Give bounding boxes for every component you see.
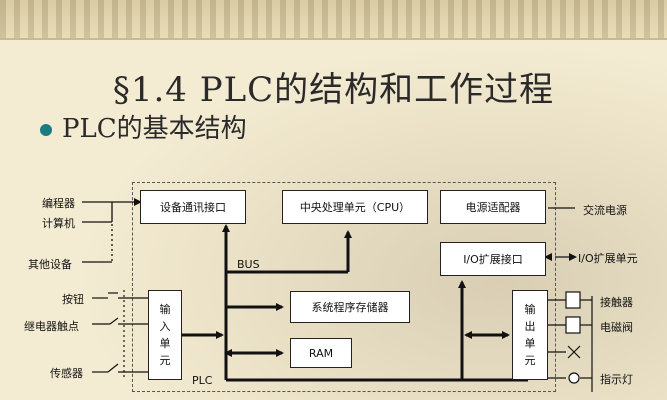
comm-interface-box: 设备通讯接口 bbox=[140, 190, 246, 224]
right-label-contactor: 接触器 bbox=[600, 296, 633, 309]
input-unit-box: 输 入 单 元 bbox=[148, 290, 182, 380]
right-label-solenoid: 电磁阀 bbox=[600, 321, 633, 334]
bullet-heading: PLC的基本结构 bbox=[40, 108, 247, 145]
output-unit-box: 输 出 单 元 bbox=[512, 290, 548, 380]
bullet-icon bbox=[40, 124, 52, 136]
plc-label: PLC bbox=[192, 374, 213, 387]
bullet-text: PLC的基本结构 bbox=[62, 114, 247, 144]
power-adapter-box: 电源适配器 bbox=[440, 190, 546, 224]
plc-boundary bbox=[132, 182, 556, 392]
input-devices-wiring bbox=[92, 290, 148, 380]
right-label-indicator: 指示灯 bbox=[600, 373, 633, 386]
decorative-border bbox=[0, 0, 667, 40]
left-label-button: 按钮 bbox=[62, 293, 84, 306]
left-top-wiring bbox=[82, 198, 142, 263]
left-label-sensor: 传感器 bbox=[50, 367, 83, 380]
bus-label: BUS bbox=[237, 258, 260, 271]
system-memory-box: 系统程序存储器 bbox=[290, 291, 410, 323]
cpu-box: 中央处理单元（CPU） bbox=[282, 190, 428, 224]
left-label-other: 其他设备 bbox=[28, 258, 72, 271]
left-label-relay: 继电器触点 bbox=[24, 320, 79, 333]
left-label-programmer: 编程器 bbox=[42, 197, 75, 210]
ram-box: RAM bbox=[290, 338, 352, 368]
right-label-ac-power: 交流电源 bbox=[583, 204, 627, 217]
right-wiring bbox=[544, 207, 593, 392]
left-label-computer: 计算机 bbox=[42, 217, 75, 230]
slide-title: §1.4 PLC的结构和工作过程 bbox=[112, 70, 555, 110]
right-label-io-unit: I/O扩展单元 bbox=[578, 252, 638, 265]
io-expansion-box: I/O扩展接口 bbox=[440, 242, 546, 276]
bus-lines bbox=[182, 224, 528, 382]
